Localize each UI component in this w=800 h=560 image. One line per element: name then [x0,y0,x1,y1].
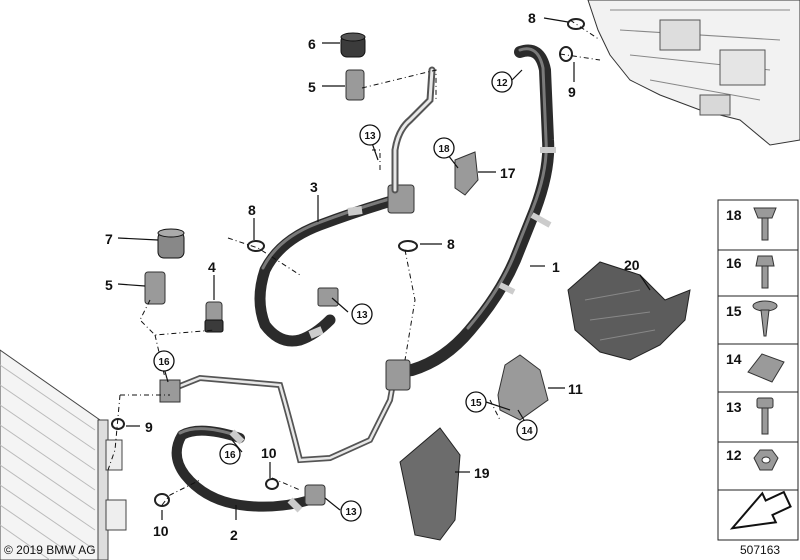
clip-nut-icon-14 [747,353,785,383]
seal-ring-10-left [154,493,170,507]
panel-label-16: 16 [726,255,742,271]
screw-icon-15 [752,300,778,337]
callout-8-right: 8 [447,236,455,252]
panel-label-13: 13 [726,399,742,415]
svg-text:12: 12 [496,78,508,89]
sensor-4 [204,301,224,333]
callout-8-left: 8 [248,202,256,218]
condenser [0,349,127,560]
svg-text:13: 13 [356,310,368,321]
circled-callout-13-bottom: 13 [340,500,362,522]
svg-text:13: 13 [345,507,357,518]
bolt-icon-18 [753,207,777,241]
bracket-17 [454,151,479,196]
callout-9-left: 9 [145,419,153,435]
lower-pipe [159,359,411,464]
svg-text:14: 14 [521,426,533,437]
circled-callout-13-middle: 13 [351,303,373,325]
valve-5-upper [345,69,365,101]
svg-text:13: 13 [364,131,376,142]
panel-label-14: 14 [726,351,742,367]
circled-callout-14: 14 [516,419,538,441]
evaporator-housing [587,0,800,146]
callout-4: 4 [208,259,216,275]
shield-19 [399,427,461,541]
circled-callout-16-lower: 16 [219,443,241,465]
hose-2 [171,425,326,513]
callout-10-right: 10 [261,445,277,461]
callout-8-top: 8 [528,10,536,26]
cap-7 [157,228,185,259]
callout-6: 6 [308,36,316,52]
callout-5-upper: 5 [308,79,316,95]
svg-text:16: 16 [158,357,170,368]
shield-20 [567,261,691,361]
seal-ring-8-right [398,240,418,252]
circled-callout-12: 12 [491,71,513,93]
cap-6 [340,32,366,58]
copyright-text: © 2019 BMW AG [4,543,96,557]
upper-pipe [391,66,436,194]
callout-2: 2 [230,527,238,543]
circled-callout-13-top: 13 [359,124,381,146]
callout-10-left: 10 [153,523,169,539]
direction-arrow-icon [729,490,792,530]
panel-label-18: 18 [726,207,742,223]
callout-19: 19 [474,465,490,481]
callout-7: 7 [105,231,113,247]
callout-17: 17 [500,165,516,181]
bolt-icon-13 [756,397,774,435]
callout-11: 11 [568,381,583,397]
callout-20: 20 [624,257,640,273]
circled-callout-16-upper: 16 [153,350,175,372]
hose-1 [389,44,556,378]
hose-3 [254,184,415,347]
callout-3: 3 [310,179,318,195]
valve-5-lower [144,271,166,305]
svg-text:16: 16 [224,450,236,461]
callout-1: 1 [552,259,560,275]
panel-label-15: 15 [726,303,742,319]
hex-nut-icon-12 [753,449,779,471]
fastener-panel: 18 16 15 14 13 12 [717,199,799,541]
circled-callout-18: 18 [433,137,455,159]
callout-5-lower: 5 [105,277,113,293]
circled-callout-15: 15 [465,391,487,413]
diagram-number: 507163 [740,543,780,557]
svg-text:18: 18 [438,144,450,155]
svg-text:15: 15 [470,398,482,409]
seal-ring-8-left [247,240,265,252]
callout-9-top: 9 [568,84,576,100]
bolt-icon-16 [755,255,775,289]
bracket-11 [497,354,549,421]
seal-ring-10-right [265,478,279,490]
panel-label-12: 12 [726,447,742,463]
